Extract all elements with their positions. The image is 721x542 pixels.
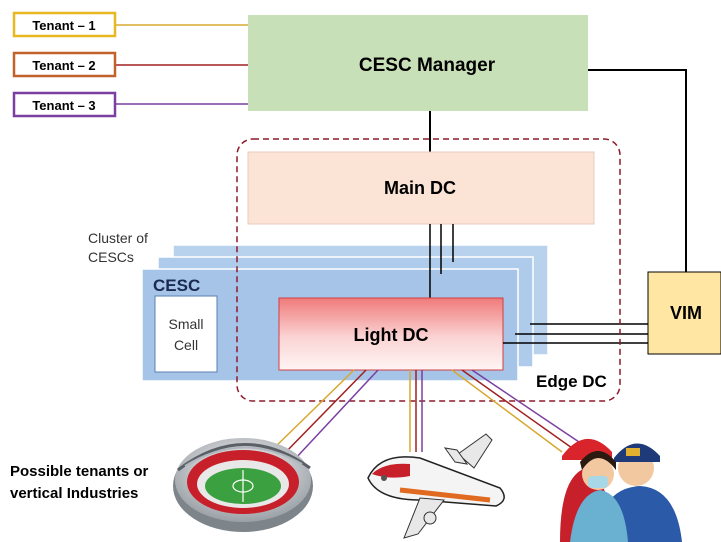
tenant-1-label: Tenant – 1 bbox=[32, 18, 95, 33]
tenants-caption-line2: vertical Industries bbox=[10, 485, 138, 502]
emergency-services-icon bbox=[560, 438, 682, 542]
tenant-1-box: Tenant – 1 bbox=[12, 11, 117, 38]
tenant-2-label: Tenant – 2 bbox=[32, 58, 95, 73]
tenant-3-label: Tenant – 3 bbox=[32, 98, 95, 113]
tenant-2-box: Tenant – 2 bbox=[12, 51, 117, 78]
airplane-icon bbox=[367, 433, 505, 539]
edge-dc-boundary bbox=[236, 138, 621, 402]
manager-vim-connector bbox=[588, 69, 687, 272]
stadium-icon bbox=[173, 438, 313, 532]
cesc-label: CESC bbox=[153, 276, 200, 295]
small-cell-box: Small Cell bbox=[154, 295, 218, 373]
cesc-manager-label: CESC Manager bbox=[359, 55, 496, 76]
vim-box: VIM bbox=[647, 271, 721, 355]
stadium-connectors bbox=[269, 369, 379, 461]
main-dc-box: Main DC bbox=[247, 151, 595, 225]
cluster-label-line2: CESCs bbox=[88, 249, 134, 265]
tenants-caption-line1: Possible tenants or bbox=[10, 463, 149, 480]
cesc-manager-box: CESC Manager bbox=[248, 15, 588, 111]
vim-label: VIM bbox=[670, 303, 702, 323]
main-dc-label: Main DC bbox=[384, 178, 456, 198]
cluster-label-line1: Cluster of bbox=[88, 230, 148, 246]
small-cell-label-line2: Cell bbox=[174, 337, 198, 353]
emergency-connectors bbox=[451, 369, 583, 453]
tenant-3-box: Tenant – 3 bbox=[12, 91, 117, 118]
light-dc-label: Light DC bbox=[354, 325, 429, 345]
edge-dc-label: Edge DC bbox=[536, 372, 607, 391]
small-cell-label-line1: Small bbox=[168, 316, 203, 332]
airplane-connectors bbox=[409, 370, 423, 452]
light-dc-box: Light DC bbox=[278, 297, 504, 371]
